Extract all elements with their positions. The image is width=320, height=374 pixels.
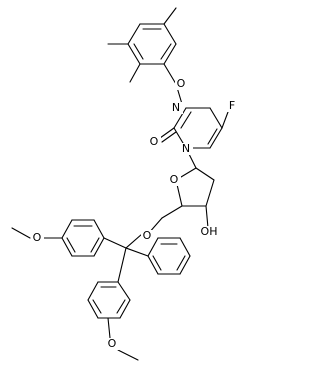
- bonds: [11, 7, 229, 361]
- atom-o-methoxy-bottom: O: [108, 337, 117, 350]
- atom-f: F: [229, 99, 235, 112]
- atom-o-methoxy-left: O: [33, 231, 42, 244]
- chemical-structure-diagram: O N F O N O OH O O O: [11, 7, 237, 361]
- atom-o-aryl: O: [177, 77, 186, 90]
- atom-o-ether: O: [143, 229, 152, 242]
- atom-hydroxyl: OH: [201, 225, 218, 238]
- atom-labels: O N F O N O OH O O O: [31, 77, 237, 350]
- atom-o-ring: O: [170, 173, 179, 186]
- atom-n1: N: [182, 142, 190, 155]
- atom-o-carbonyl: O: [150, 135, 159, 148]
- atom-n3: N: [172, 101, 180, 114]
